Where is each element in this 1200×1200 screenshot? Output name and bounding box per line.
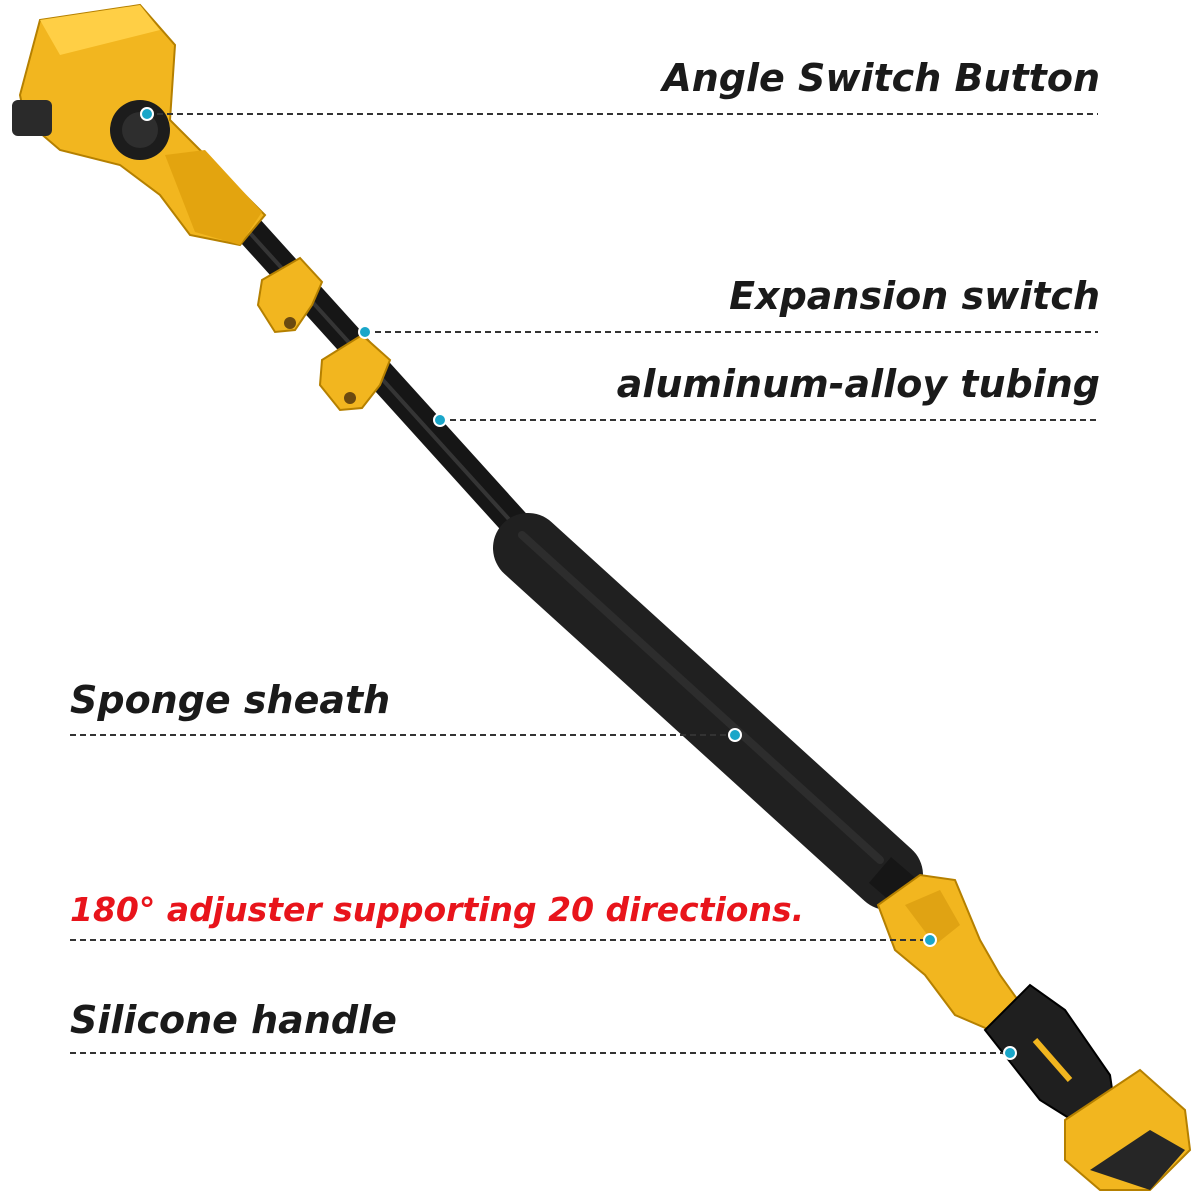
marker-aluminum-tubing: [433, 413, 447, 427]
silicone-grip: [876, 873, 1027, 1032]
label-expansion-switch: Expansion switch: [729, 274, 1100, 318]
expansion-clamp-lower: [318, 333, 392, 412]
marker-sponge-sheath: [728, 728, 742, 742]
callout-leader-lines: [70, 113, 1098, 1054]
label-aluminum-alloy-tubing: aluminum-alloy tubing: [616, 362, 1100, 406]
marker-silicone-handle: [1003, 1046, 1017, 1060]
expansion-clamp-upper: [256, 256, 324, 334]
sponge-highlight: [518, 531, 884, 864]
sponge-sheath-shape: [493, 513, 923, 910]
callout-markers: [140, 107, 1017, 1060]
battery-pack: [1064, 1068, 1192, 1191]
label-angle-switch-button: Angle Switch Button: [662, 56, 1100, 100]
marker-adjuster: [923, 933, 937, 947]
label-adjuster: 180° adjuster supporting 20 directions.: [70, 890, 805, 929]
marker-angle-switch: [140, 107, 154, 121]
label-sponge-sheath: Sponge sheath: [70, 678, 391, 722]
tool-head: [12, 3, 267, 247]
label-silicone-handle: Silicone handle: [70, 998, 397, 1042]
marker-expansion-switch: [358, 325, 372, 339]
